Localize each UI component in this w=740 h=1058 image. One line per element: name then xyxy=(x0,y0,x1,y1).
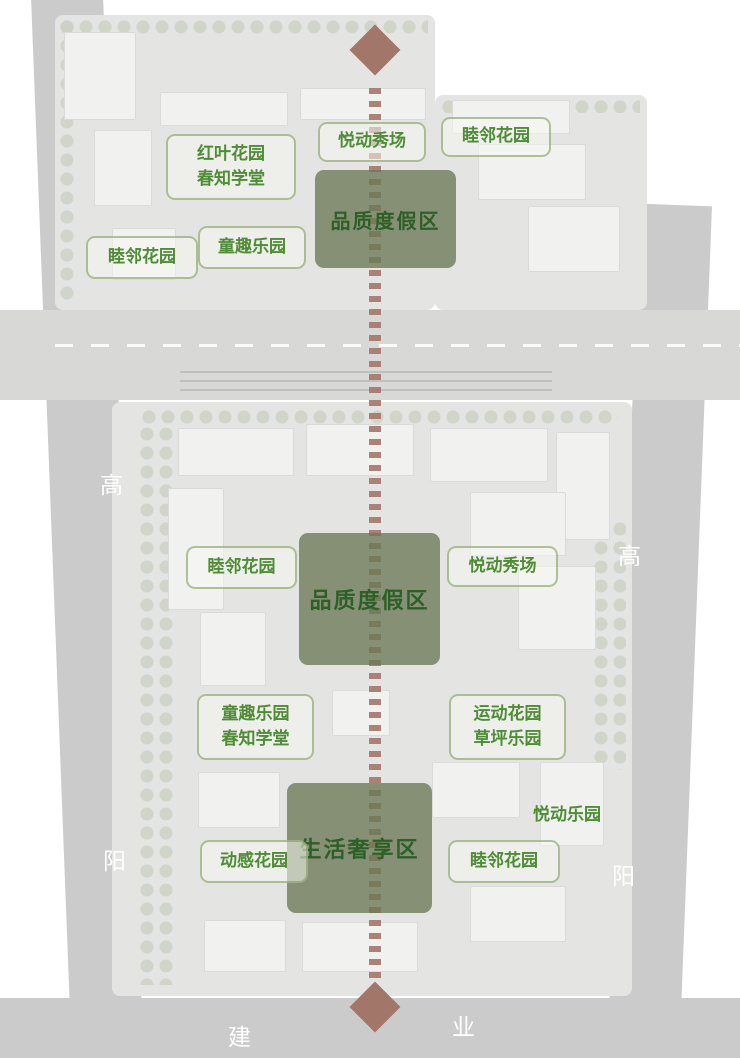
label-text: 睦邻花园 xyxy=(108,246,176,267)
building-footprint xyxy=(198,772,280,828)
label-dynamic-garden-south: 动感花园 xyxy=(200,840,308,883)
building-footprint xyxy=(306,424,414,476)
zone-text: 品质度假区 xyxy=(330,208,441,233)
building-footprint xyxy=(470,492,566,556)
zone-quality-resort-north: 品质度假区 xyxy=(315,170,456,268)
label-joy-park-south: 悦动乐园 xyxy=(533,805,601,825)
building-footprint xyxy=(302,922,418,972)
building-footprint xyxy=(430,428,548,482)
label-kids-park-south: 童趣乐园 春知学堂 xyxy=(197,694,314,760)
label-text: 草坪乐园 xyxy=(473,729,542,749)
building-footprint xyxy=(160,92,288,126)
tree-row-icon xyxy=(592,520,626,770)
road-center-dashes xyxy=(55,344,740,347)
zone-text: 生活奢享区 xyxy=(299,838,420,863)
building-footprint xyxy=(64,32,136,120)
tree-row-icon xyxy=(58,18,428,34)
zone-quality-resort-south: 品质度假区 xyxy=(299,533,440,665)
building-footprint xyxy=(94,130,152,206)
road-name-left-bottom: 阳 xyxy=(103,849,126,875)
label-neighbor-garden-south-bottom: 睦邻花园 xyxy=(448,840,560,883)
building-footprint xyxy=(432,762,520,818)
building-footprint xyxy=(528,206,620,272)
road-name-bottom-right: 业 xyxy=(452,1015,475,1041)
label-kids-park-north: 童趣乐园 xyxy=(198,226,306,269)
zone-text: 品质度假区 xyxy=(309,589,430,614)
label-text: 红叶花园 xyxy=(197,143,265,164)
label-show-stage-north: 悦动秀场 xyxy=(318,122,426,162)
building-footprint xyxy=(540,762,604,846)
label-text: 悦动秀场 xyxy=(338,131,406,152)
label-text: 童趣乐园 xyxy=(221,703,290,724)
building-footprint xyxy=(556,432,610,540)
label-text: 春知学堂 xyxy=(197,169,265,189)
building-footprint xyxy=(204,920,286,972)
label-neighbor-garden-north-left: 睦邻花园 xyxy=(86,236,198,279)
label-show-stage-south: 悦动秀场 xyxy=(447,546,558,587)
building-footprint xyxy=(178,428,294,476)
label-neighbor-garden-south-top: 睦邻花园 xyxy=(186,546,297,589)
label-text: 春知学堂 xyxy=(221,729,290,749)
road-name-left-top: 高 xyxy=(100,473,123,499)
building-footprint xyxy=(300,88,426,120)
label-text: 童趣乐园 xyxy=(218,236,286,257)
label-text: 动感花园 xyxy=(220,850,288,871)
building-footprint xyxy=(332,690,390,736)
label-text: 运动花园 xyxy=(473,703,542,724)
label-text: 睦邻花园 xyxy=(207,556,276,577)
road-name-right-bottom: 阳 xyxy=(612,864,635,890)
label-red-leaf-garden: 红叶花园 春知学堂 xyxy=(166,134,296,200)
label-text: 悦动秀场 xyxy=(468,555,537,576)
building-footprint xyxy=(470,886,566,942)
road-name-bottom-left: 建 xyxy=(228,1025,251,1051)
label-text: 睦邻花园 xyxy=(470,850,538,871)
zone-life-luxury-south: 生活奢享区 xyxy=(287,783,432,913)
label-neighbor-garden-north-right: 睦邻花园 xyxy=(441,117,551,157)
label-sports-garden-south: 运动花园 草坪乐园 xyxy=(449,694,566,760)
crosswalk-stripes xyxy=(180,371,552,397)
road-name-right-top: 高 xyxy=(618,544,641,570)
label-text: 睦邻花园 xyxy=(462,126,530,147)
building-footprint xyxy=(200,612,266,686)
